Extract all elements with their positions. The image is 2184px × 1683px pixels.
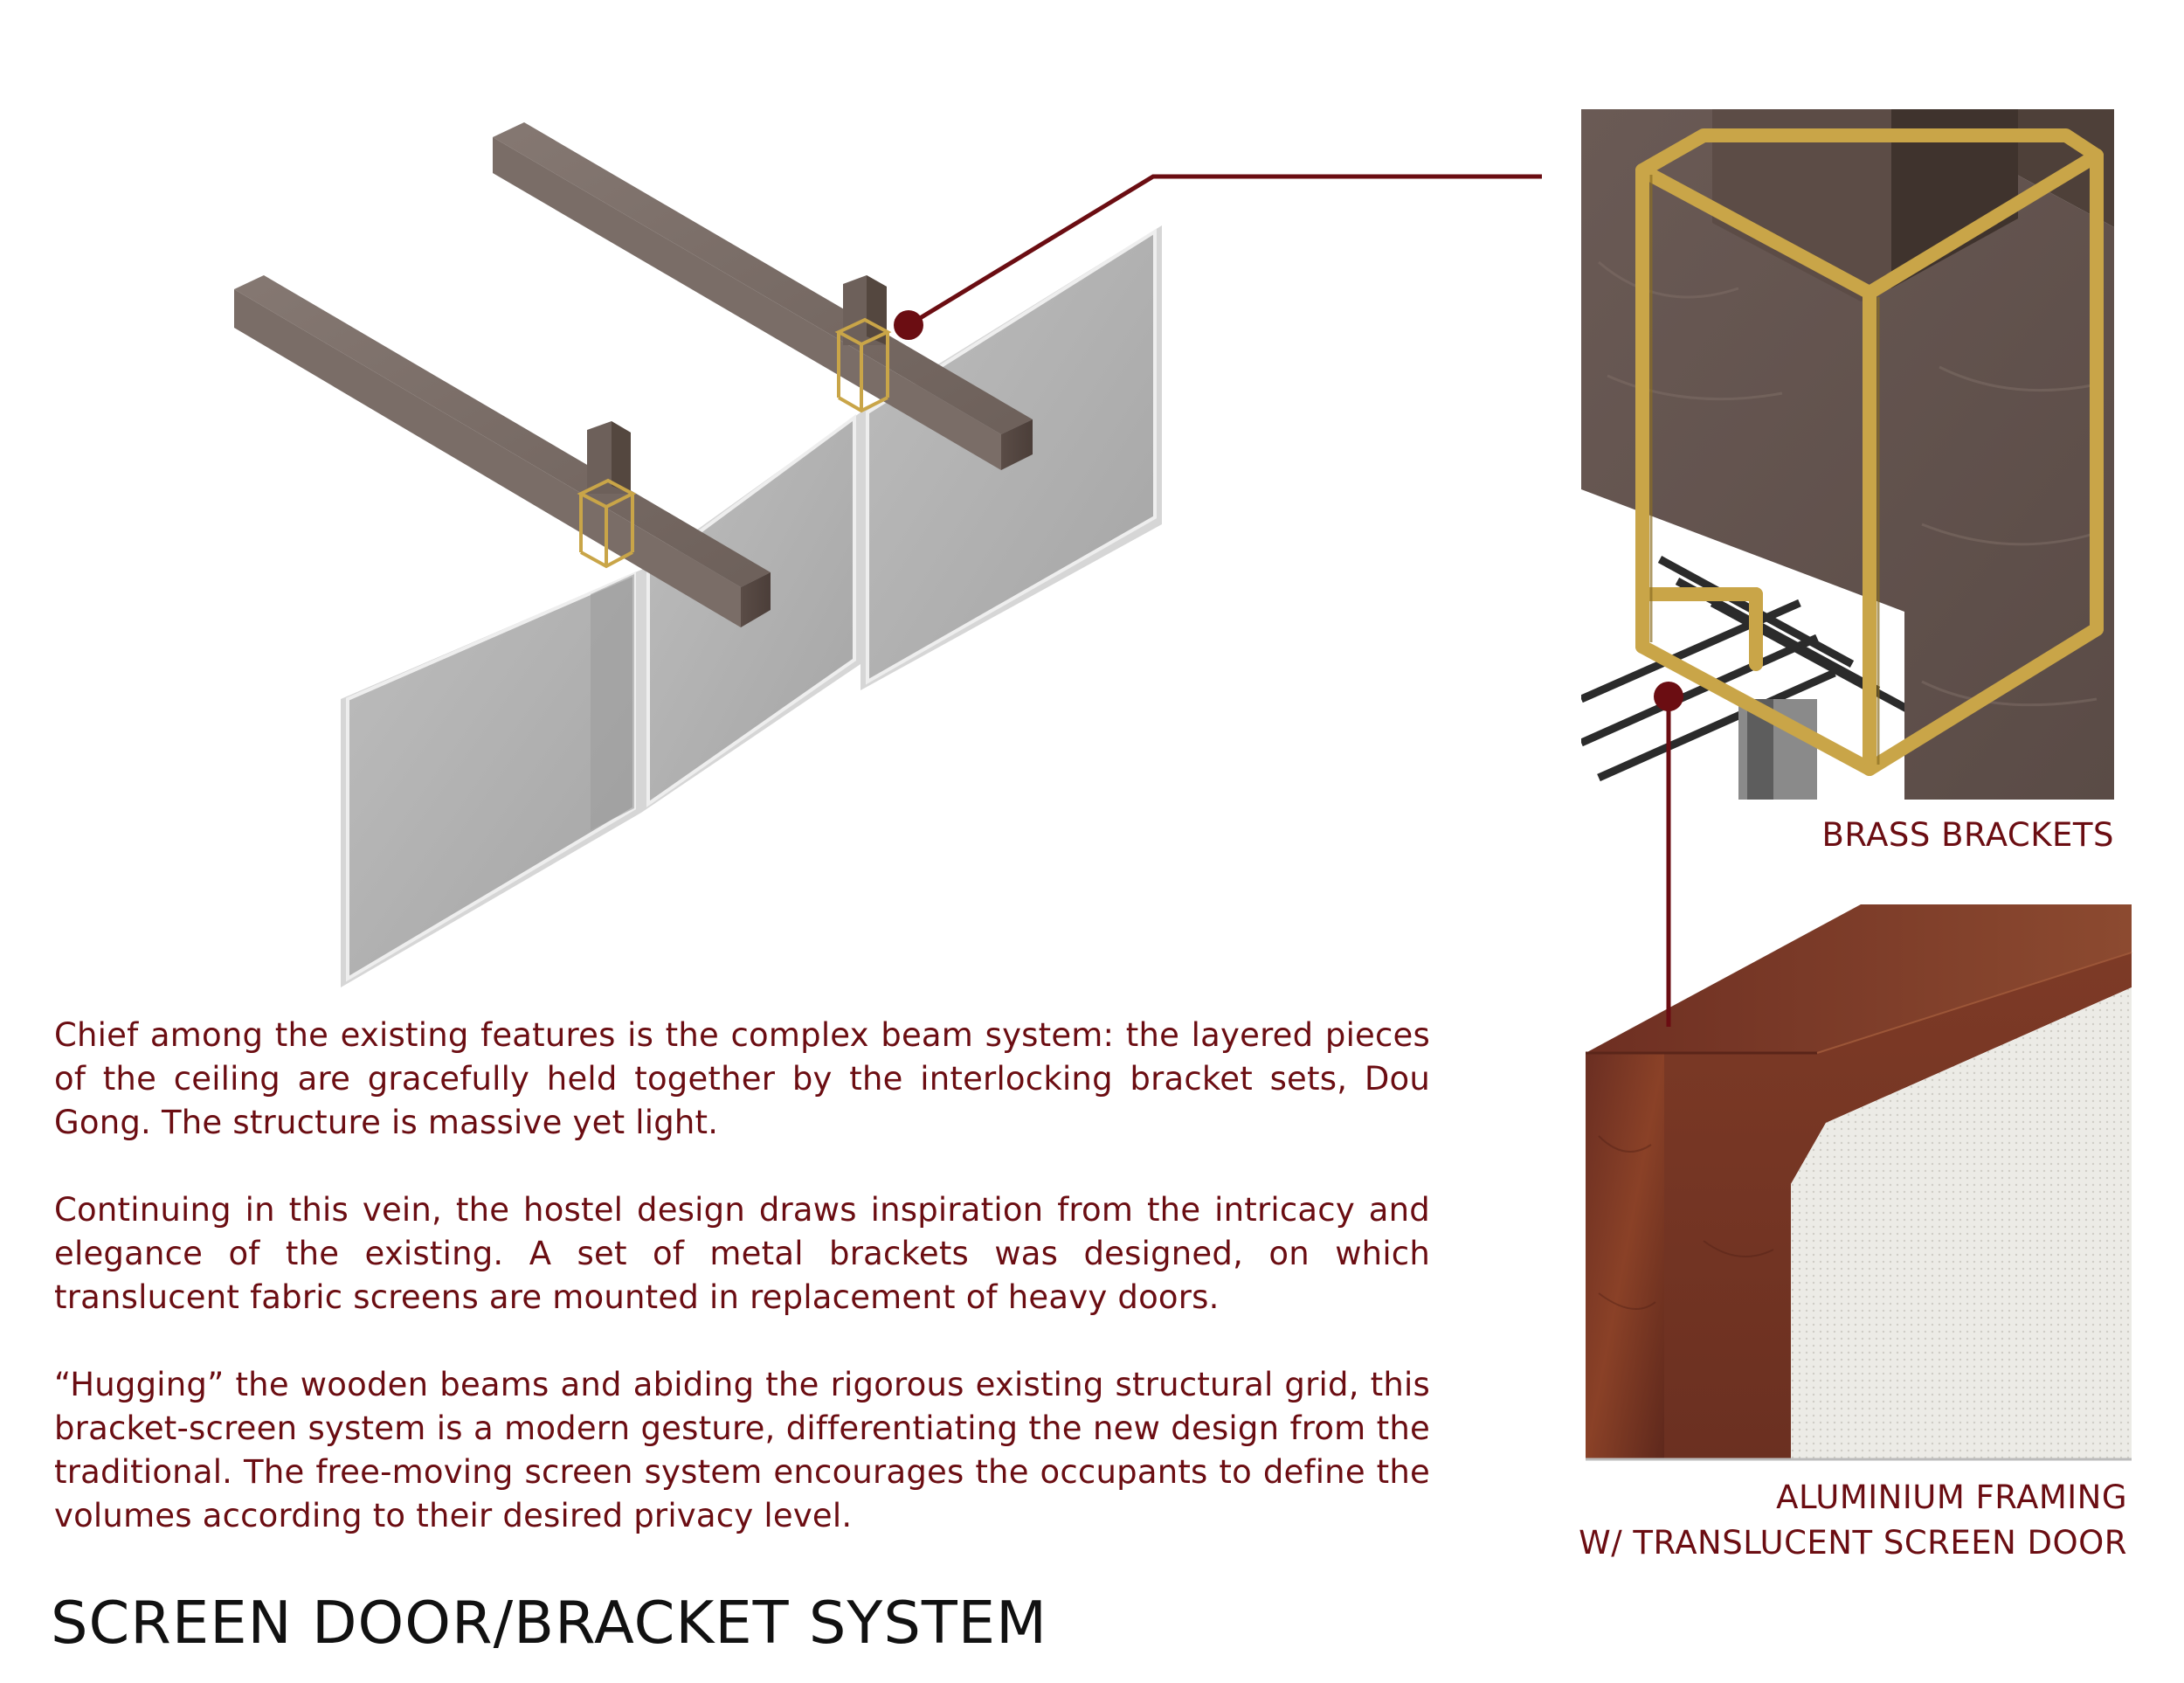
post-with-bracket-left <box>577 421 637 569</box>
wooden-beam-lower <box>234 275 771 627</box>
brass-bracket-icon-2 <box>577 478 637 569</box>
callout-dot-aluminium <box>1654 682 1683 711</box>
aluminium-framing-label: ALUMINIUM FRAMING W/ TRANSLUCENT SCREEN … <box>1485 1475 2127 1566</box>
description-paragraph-2: Continuing in this vein, the hostel desi… <box>54 1191 1430 1316</box>
screen-panel-left <box>341 570 641 987</box>
aluminium-frame-detail <box>1586 904 2132 1461</box>
description-paragraph-3: “Hugging” the wooden beams and abiding t… <box>54 1366 1430 1534</box>
description-paragraph-1: Chief among the existing features is the… <box>54 1016 1430 1141</box>
wooden-beam-upper <box>493 122 1033 470</box>
brass-brackets-label: BRASS BRACKETS <box>1821 816 2114 854</box>
axonometric-model <box>234 122 1542 987</box>
page-title: SCREEN DOOR/BRACKET SYSTEM <box>51 1589 1047 1657</box>
aluminium-label-line2: W/ TRANSLUCENT SCREEN DOOR <box>1579 1524 2127 1562</box>
brass-bracket-icon <box>834 317 892 413</box>
aluminium-label-line1: ALUMINIUM FRAMING <box>1776 1479 2127 1516</box>
callout-dot-brass <box>894 310 923 340</box>
post-with-bracket-right <box>834 275 892 413</box>
callout-leader-brass <box>907 174 1542 328</box>
